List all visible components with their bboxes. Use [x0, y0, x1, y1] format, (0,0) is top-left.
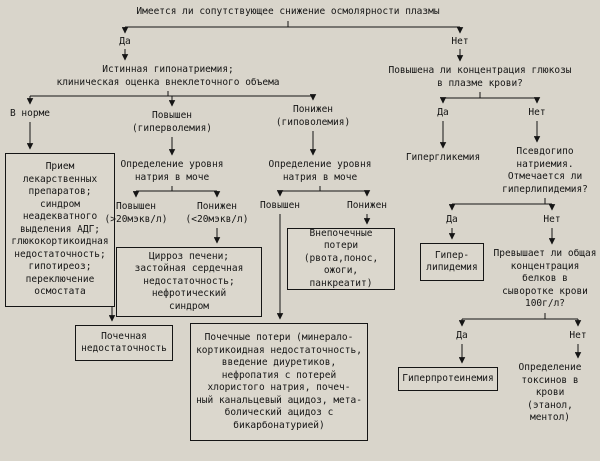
protein-yes-label: Да [456, 330, 468, 341]
hyperlipidemia-box: Гипер- липидемия [420, 243, 484, 281]
hyperproteinemia-box: Гиперпротеинемия [398, 367, 498, 391]
cirrhosis-chf-box: Цирроз печени; застойная сердечная недос… [116, 247, 262, 317]
glucose-question: Повышена ли концентрация глюкозы в плазм… [388, 65, 572, 89]
root-question: Имеется ли сопутствующее снижение осмоля… [136, 6, 440, 17]
extrarenal-loss-box: Внепочечные потери (рвота,понос, ожоги, … [287, 228, 395, 290]
urine-na-high-hypovolemia-label: Повышен [259, 200, 301, 211]
protein-no-label: Нет [569, 330, 587, 341]
renal-loss-box: Почечные потери (минерало- кортикоидная … [190, 323, 368, 441]
root-no-label: Нет [451, 36, 469, 47]
root-yes-label: Да [119, 36, 131, 47]
toxin-test-note: Определение токсинов в крови (этанол, ме… [518, 362, 582, 423]
glucose-yes-label: Да [437, 107, 449, 118]
protein-question: Превышает ли общая концентрация белков в… [493, 248, 597, 309]
volume-decreased-label: Понижен (гиповолемия) [275, 104, 351, 128]
lipid-yes-label: Да [446, 214, 458, 225]
urine-na-high-hypervolemia-label: Повышен (>20мэкв/л) [104, 201, 168, 225]
drugs-siadh-box: Прием лекарственных препаратов; синдром … [5, 153, 115, 307]
pseudohyponatremia-note: Псевдогипо натриемия. Отмечается ли гипе… [502, 146, 588, 195]
volume-increased-label: Повышен (гиперволемия) [131, 110, 213, 134]
renal-failure-box: Почечная недостаточность [75, 325, 173, 361]
lipid-no-label: Нет [543, 214, 561, 225]
urine-sodium-test-hypovolemia: Определение уровня натрия в моче [268, 159, 372, 183]
true-hyponatremia-note: Истинная гипонатриемия; клиническая оцен… [56, 64, 280, 88]
urine-na-low-hypovolemia-label: Понижен [346, 200, 388, 211]
volume-normal-label: В норме [9, 108, 51, 119]
urine-sodium-test-hypervolemia: Определение уровня натрия в моче [120, 159, 224, 183]
hyperglycemia-label: Гипергликемия [405, 152, 481, 163]
glucose-no-label: Нет [528, 107, 546, 118]
urine-na-low-hypervolemia-label: Понижен (<20мэкв/л) [185, 201, 249, 225]
